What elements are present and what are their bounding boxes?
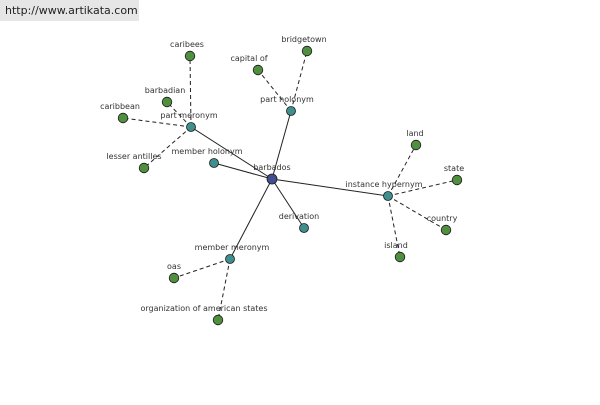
- leaf-label-caribees: caribees: [170, 40, 204, 49]
- leaf-label-land: land: [406, 129, 423, 138]
- relation-label-part-holonym: part holonym: [260, 95, 314, 104]
- leaf-label-oas: oas: [167, 262, 181, 271]
- edge-caribbean: [122, 117, 192, 128]
- edge-land: [387, 144, 417, 197]
- graph-labels: part meronym member holonym part holonym de…: [100, 35, 464, 313]
- edge-part-meronym: [190, 126, 273, 180]
- leaf-node-barbadian[interactable]: [161, 96, 173, 108]
- relation-label-derivation: derivation: [279, 212, 319, 221]
- graph-nodes: [117, 45, 463, 326]
- leaf-node-caribbean[interactable]: [117, 112, 129, 124]
- watermark-url[interactable]: http://www.artikata.com: [0, 0, 139, 21]
- leaf-label-capital-of: capital of: [230, 54, 267, 63]
- relation-label-part-meronym: part meronym: [160, 111, 217, 120]
- leaf-label-country: country: [427, 214, 458, 223]
- leaf-label-barbadian: barbadian: [145, 86, 186, 95]
- edge-member-holonym: [213, 162, 273, 180]
- leaf-node-country[interactable]: [440, 224, 452, 236]
- edge-island: [387, 195, 401, 258]
- relation-node-member-meronym[interactable]: [225, 254, 235, 264]
- leaf-label-state: state: [444, 164, 464, 173]
- relation-label-instance-hypernym: instance hypernym: [346, 180, 423, 189]
- leaf-node-land[interactable]: [410, 139, 422, 151]
- edge-barbadian: [166, 101, 192, 128]
- edge-oas: [173, 258, 231, 279]
- leaf-node-caribees[interactable]: [184, 50, 196, 62]
- relation-node-instance-hypernym[interactable]: [383, 191, 393, 201]
- leaf-label-caribbean: caribbean: [100, 102, 140, 111]
- leaf-node-oas[interactable]: [168, 272, 180, 284]
- edge-organization-of-american-states: [217, 258, 231, 321]
- edge-caribees: [189, 55, 192, 128]
- center-label-barbados: barbados: [253, 163, 290, 172]
- edge-instance-hypernym: [271, 178, 389, 197]
- edge-member-meronym: [229, 178, 273, 260]
- relation-node-derivation[interactable]: [299, 223, 309, 233]
- relation-node-member-holonym[interactable]: [209, 158, 219, 168]
- center-node-barbados[interactable]: [266, 173, 278, 185]
- leaf-label-organization-of-american-states: organization of american states: [140, 304, 267, 313]
- edge-state: [387, 179, 458, 197]
- leaf-label-bridgetown: bridgetown: [281, 35, 326, 44]
- relation-label-member-meronym: member meronym: [195, 243, 270, 252]
- edge-capital-of: [257, 69, 292, 112]
- leaf-node-lesser-antilles[interactable]: [138, 162, 150, 174]
- leaf-node-bridgetown[interactable]: [301, 45, 313, 57]
- edge-part-holonym: [271, 110, 292, 180]
- leaf-node-capital-of[interactable]: [252, 64, 264, 76]
- leaf-label-island: island: [384, 241, 408, 250]
- relation-node-part-meronym[interactable]: [186, 122, 196, 132]
- leaf-label-lesser-antilles: lesser antilles: [106, 152, 161, 161]
- leaf-node-organization-of-american-states[interactable]: [212, 314, 224, 326]
- edge-country: [387, 195, 447, 231]
- edge-derivation: [271, 178, 305, 229]
- relation-node-part-holonym[interactable]: [286, 106, 296, 116]
- leaf-node-island[interactable]: [394, 251, 406, 263]
- leaf-node-state[interactable]: [451, 174, 463, 186]
- edge-lesser-antilles: [143, 126, 192, 169]
- edge-bridgetown: [290, 50, 308, 112]
- graph-edges: [122, 50, 458, 321]
- relation-label-member-holonym: member holonym: [171, 147, 242, 156]
